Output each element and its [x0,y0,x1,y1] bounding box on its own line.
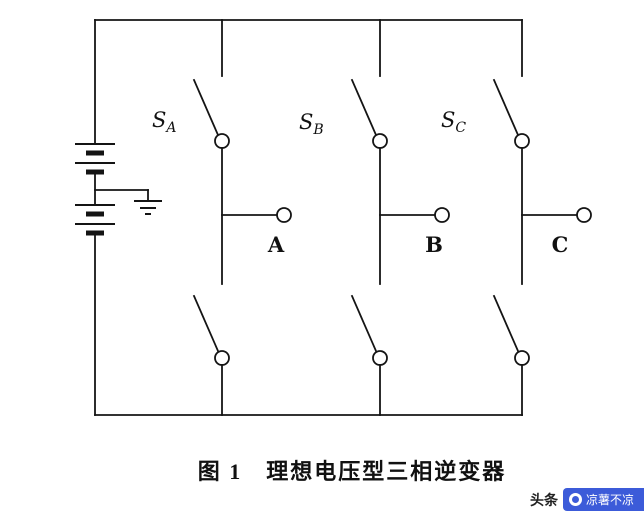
watermark-handle: 凉薯不凉 [585,493,634,507]
switch-label-sc-base: S [441,108,455,132]
watermark-pill: 凉薯不凉 [562,488,644,511]
switch-contact-upper-c [514,133,530,149]
switch-blade-lower-b [350,294,378,353]
switch-blade-upper-a [192,78,220,137]
switch-label-sa-sub: A [164,120,176,136]
switch-blade-lower-c [492,294,520,353]
phase-label-c: C [552,232,569,257]
switch-label-sb-sub: B [312,122,323,138]
switch-contact-lower-c [514,350,530,366]
switch-label-sc-sub: C [455,120,466,136]
battery-upper [75,143,115,175]
phase-label-a: A [267,232,285,257]
ground-symbol [94,189,162,215]
battery-lower [75,204,115,236]
switch-contact-lower-b [372,350,388,366]
phase-label-b: B [425,232,443,257]
switch-label-sa-base: S [152,108,166,132]
phase-terminal-b [434,207,450,223]
leg-b [350,19,450,416]
watermark-brand: 头条 [529,491,558,508]
switch-contact-upper-a [214,133,230,149]
leg-a [192,19,292,416]
switch-label-sb-base: S [299,110,313,134]
switch-contact-lower-a [214,350,230,366]
leg-c [492,19,592,416]
switch-label-sb: SB [299,110,324,138]
dc-source [75,19,162,416]
switch-blade-lower-a [192,294,220,353]
watermark: 头条 凉薯不凉 [530,488,644,511]
switch-contact-upper-b [372,133,388,149]
phase-terminal-c [576,207,592,223]
phase-terminal-a [276,207,292,223]
switch-label-sc: SC [441,108,466,136]
switch-blade-upper-c [492,78,520,137]
switch-label-sa: SA [152,108,177,136]
switch-blade-upper-b [350,78,378,137]
figure-caption: 图 1 理想电压型三相逆变器 [198,459,507,484]
toutiao-logo-icon [568,493,582,506]
